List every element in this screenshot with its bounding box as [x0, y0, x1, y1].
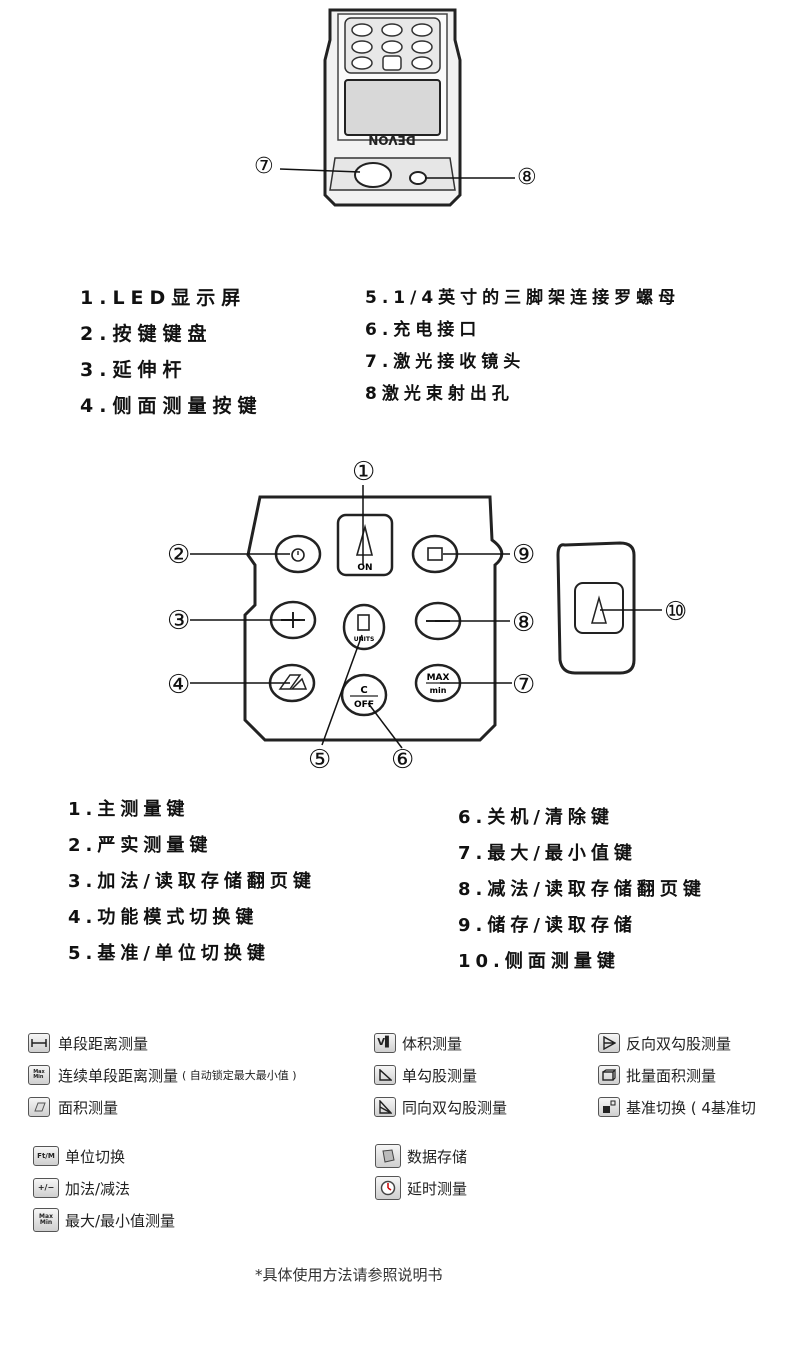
legend-label: 连续单段距离测量 — [58, 1066, 179, 1085]
legend-label: 面积测量 — [58, 1098, 119, 1117]
keypad-callout-7: ⑦ — [512, 670, 536, 700]
batch-area-icon — [598, 1065, 620, 1085]
legend-item: 基准切换 ( 4基准切 — [598, 1091, 756, 1123]
legend-col-2: V▌ 体积测量 单勾股测量 同向双勾股测量 — [374, 1027, 507, 1123]
callout-8-top: ⑧ — [517, 165, 537, 190]
device-illustration: DEVON — [279, 8, 515, 207]
single-pythagoras-icon — [374, 1065, 396, 1085]
legend-col-3: 反向双勾股测量 批量面积测量 基准切换 ( 4基准切 — [598, 1027, 756, 1123]
legend-item: Max Min 最大/最小值测量 — [33, 1204, 175, 1236]
unit-switch-icon: Ft/M — [33, 1146, 59, 1166]
legend-item: V▌ 体积测量 — [374, 1027, 507, 1059]
legend-item: 单段距离测量 — [28, 1027, 297, 1059]
legend-item: Ft/M 单位切换 — [33, 1140, 175, 1172]
reverse-pythagoras-icon — [598, 1033, 620, 1053]
add-subtract-icon: +/− — [33, 1178, 59, 1198]
single-distance-icon — [28, 1033, 50, 1053]
legend-item: 面积测量 — [28, 1091, 297, 1123]
parts-list-right: 5.1/4英寸的三脚架连接罗螺母 6.充电接口 7.激光接收镜头 8激光束射出孔 — [365, 283, 680, 411]
key-desc-1: 1.主测量键 — [68, 799, 190, 820]
part-8: 8激光束射出孔 — [365, 384, 514, 404]
legend-item: 单勾股测量 — [374, 1059, 507, 1091]
keys-list-left: 1.主测量键 2.严实测量键 3.加法/读取存储翻页键 4.功能模式切换键 5.… — [68, 795, 316, 975]
area-icon — [28, 1097, 50, 1117]
key-max-label: MAX — [427, 673, 450, 683]
key-units[interactable] — [342, 603, 386, 651]
device-brand: DEVON — [368, 133, 415, 147]
key-desc-2: 2.严实测量键 — [68, 835, 213, 856]
part-3: 3.延伸杆 — [80, 359, 188, 381]
parts-list-left: 1.LED显示屏 2.按键键盘 3.延伸杆 4.侧面测量按键 — [80, 283, 262, 427]
keys-list-right: 6.关机/清除键 7.最大/最小值键 8.减法/读取存储翻页键 9.储存/读取存… — [458, 803, 706, 983]
legend-label: 同向双勾股测量 — [402, 1098, 508, 1117]
legend-label: 单位切换 — [65, 1147, 126, 1166]
legend-item: 批量面积测量 — [598, 1059, 756, 1091]
legend-label: 最大/最小值测量 — [65, 1211, 176, 1230]
legend-label: 批量面积测量 — [626, 1066, 717, 1085]
legend-label: 单勾股测量 — [402, 1066, 478, 1085]
keypad-callout-2: ② — [167, 540, 191, 570]
legend-item: +/− 加法/减法 — [33, 1172, 175, 1204]
part-2: 2.按键键盘 — [80, 323, 213, 345]
keypad-callout-10: ⑩ — [664, 597, 688, 627]
key-off-label: OFF — [354, 700, 374, 710]
key-c-label: C — [360, 685, 367, 696]
key-desc-4: 4.功能模式切换键 — [68, 907, 259, 928]
legend-col-4: Ft/M 单位切换 +/− 加法/减法 Max Min 最大/最小值测量 — [33, 1140, 175, 1236]
legend-col-5: 数据存储 延时测量 — [375, 1140, 467, 1204]
keypad-callout-6: ⑥ — [391, 745, 415, 775]
legend-item: 同向双勾股测量 — [374, 1091, 507, 1123]
legend-label: 数据存储 — [407, 1147, 468, 1166]
max-min-icon: Max Min — [33, 1208, 59, 1232]
part-1: 1.LED显示屏 — [80, 287, 247, 309]
footnote: *具体使用方法请参照说明书 — [255, 1266, 443, 1284]
keypad-diagram: ON UNITS C OFF MAX min — [190, 485, 662, 749]
data-storage-icon — [375, 1144, 401, 1168]
key-off[interactable] — [340, 673, 388, 717]
keypad-callout-5: ⑤ — [308, 745, 332, 775]
part-5: 5.1/4英寸的三脚架连接罗螺母 — [365, 288, 681, 308]
keypad-callout-4: ④ — [167, 670, 191, 700]
legend-label: 延时测量 — [407, 1179, 468, 1198]
delay-timer-icon — [375, 1176, 401, 1200]
keypad-callout-9: ⑨ — [512, 540, 536, 570]
volume-icon: V▌ — [374, 1033, 396, 1053]
double-pythagoras-icon — [374, 1097, 396, 1117]
key-desc-6: 6.关机/清除键 — [458, 807, 614, 828]
legend-label: 体积测量 — [402, 1034, 463, 1053]
legend-label: 反向双勾股测量 — [626, 1034, 732, 1053]
keypad-callout-8: ⑧ — [512, 608, 536, 638]
legend-label: 基准切换 ( 4基准切 — [626, 1098, 756, 1117]
key-desc-9: 9.储存/读取存储 — [458, 915, 637, 936]
key-desc-10: 10.侧面测量键 — [458, 951, 620, 972]
keypad-callout-1: ① — [352, 457, 376, 487]
legend-sub: ( 自动锁定最大最小值 ) — [182, 1069, 297, 1082]
key-min-label: min — [430, 686, 447, 695]
legend-item: 延时测量 — [375, 1172, 467, 1204]
keypad-callout-3: ③ — [167, 606, 191, 636]
reference-switch-icon — [598, 1097, 620, 1117]
legend-label: 加法/减法 — [65, 1179, 131, 1198]
callout-7-top: ⑦ — [254, 154, 274, 179]
key-desc-8: 8.减法/读取存储翻页键 — [458, 879, 706, 900]
part-6: 6.充电接口 — [365, 320, 482, 340]
legend-item: 数据存储 — [375, 1140, 467, 1172]
key-desc-3: 3.加法/读取存储翻页键 — [68, 871, 316, 892]
key-units-label: UNITS — [354, 636, 375, 643]
legend-item: 反向双勾股测量 — [598, 1027, 756, 1059]
key-on-label: ON — [357, 563, 372, 573]
key-desc-5: 5.基准/单位切换键 — [68, 943, 270, 964]
legend-label: 单段距离测量 — [58, 1034, 149, 1053]
part-4: 4.侧面测量按键 — [80, 395, 263, 417]
part-7: 7.激光接收镜头 — [365, 352, 526, 372]
key-desc-7: 7.最大/最小值键 — [458, 843, 637, 864]
